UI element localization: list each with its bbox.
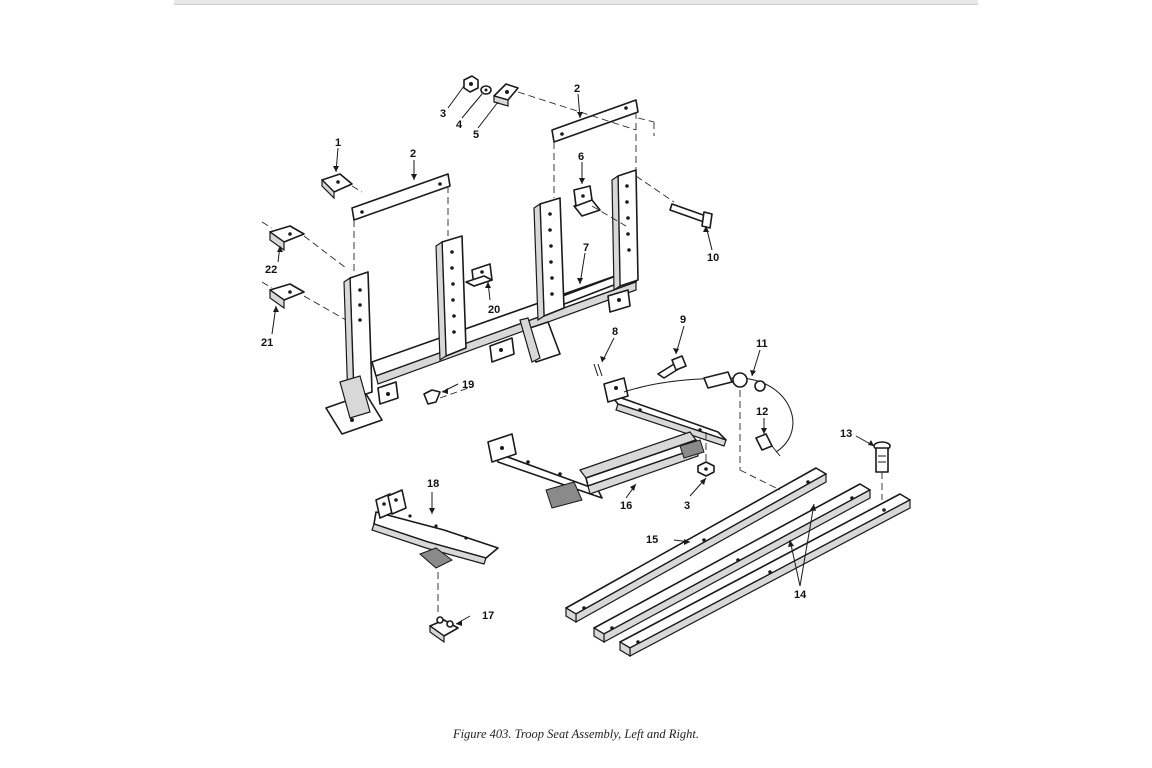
bar-item-2-right [551, 99, 639, 143]
callout-5: 5 [473, 129, 479, 141]
foot-plate-item-18 [371, 489, 499, 569]
callout-18: 18 [427, 478, 439, 490]
callout-9: 9 [680, 314, 686, 326]
washer-item-4 [480, 85, 492, 95]
bracket-item-1 [321, 173, 353, 200]
bolt-item-9 [657, 355, 687, 379]
callout-2-left: 2 [410, 148, 416, 160]
callout-13: 13 [840, 428, 852, 440]
callout-2-right: 2 [574, 83, 580, 95]
callout-22: 22 [265, 264, 277, 276]
callout-11: 11 [756, 338, 768, 350]
callout-21: 21 [261, 337, 273, 349]
callout-15: 15 [646, 534, 658, 546]
callout-1: 1 [335, 137, 341, 149]
screw-item-12 [755, 433, 781, 457]
callout-20: 20 [488, 304, 500, 316]
alignment-lines [261, 91, 883, 614]
nut-item-3-bottom [697, 461, 715, 477]
pin-item-8 [593, 363, 603, 377]
pin-item-19 [423, 389, 441, 405]
bracket-item-6 [573, 185, 601, 217]
clip-item-17 [429, 616, 459, 644]
carriage-bolt-item-13 [873, 441, 891, 473]
callout-6: 6 [578, 151, 584, 163]
slat-item-14-front [619, 493, 911, 658]
callout-3-top: 3 [440, 108, 446, 120]
leg-assembly-item-16 [487, 377, 727, 509]
nut-item-3-top [463, 75, 479, 93]
bar-item-2-left [351, 173, 451, 221]
leader-arrowheads [273, 112, 874, 626]
callout-10: 10 [707, 252, 719, 264]
clamp-item-5 [493, 83, 519, 107]
lanyard-pin-item-11 [623, 371, 794, 453]
callout-labels: 1 2 2 3 4 5 6 7 8 9 10 11 12 13 14 15 16… [261, 83, 852, 622]
callout-19: 19 [462, 379, 474, 391]
callout-3-bottom: 3 [684, 500, 690, 512]
callout-7: 7 [583, 242, 589, 254]
seat-frame-assembly [325, 169, 639, 435]
bracket-item-20 [465, 263, 493, 287]
callout-17: 17 [482, 610, 494, 622]
callout-14: 14 [794, 589, 807, 601]
bolt-item-10 [669, 203, 713, 229]
slat-item-15 [565, 467, 827, 624]
bracket-item-22 [269, 225, 305, 252]
callout-16: 16 [620, 500, 632, 512]
page-top-border [174, 0, 978, 5]
slat-item-14-middle [593, 483, 871, 644]
figure-caption: Figure 403. Troop Seat Assembly, Left an… [452, 727, 700, 741]
callout-4: 4 [456, 119, 463, 131]
callout-8: 8 [612, 326, 618, 338]
bracket-item-21 [269, 283, 305, 310]
callout-12: 12 [756, 406, 768, 418]
